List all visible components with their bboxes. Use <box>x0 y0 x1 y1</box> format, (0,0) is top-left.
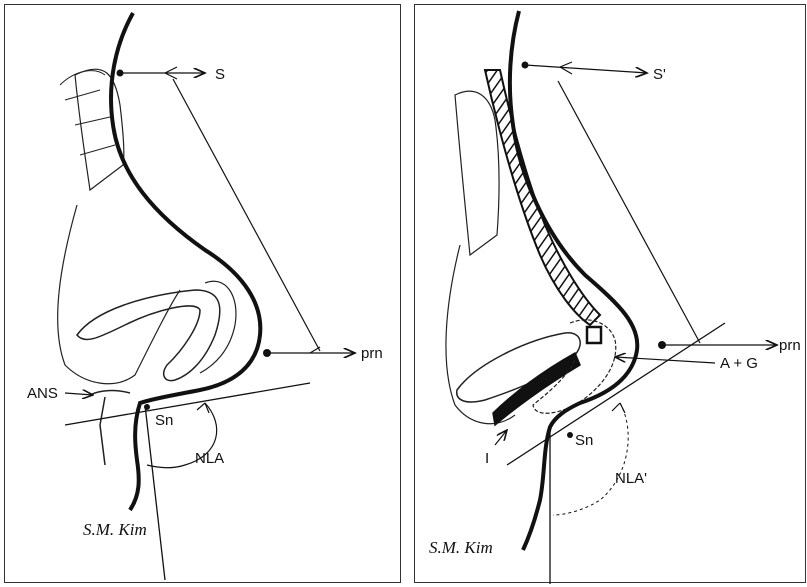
skin-profile-line <box>111 13 260 510</box>
columella-tangent <box>65 383 310 425</box>
label-ag: A + G <box>720 355 758 372</box>
label-s: S' <box>653 66 666 83</box>
tip-block <box>587 327 601 343</box>
label-prn: prn <box>779 337 801 354</box>
signature: S.M. Kim <box>83 520 147 539</box>
nose-profile-drawing-after: S' prn A + G I Sn NLA' S.M. Kim <box>415 5 807 584</box>
s-arrow <box>525 65 647 73</box>
label-ans: ANS <box>27 385 58 402</box>
i-arrow <box>495 430 507 445</box>
dorsal-graft <box>485 70 600 325</box>
nasal-bone <box>60 71 115 155</box>
diagram-panel-after: S' prn A + G I Sn NLA' S.M. Kim <box>414 4 806 583</box>
signature: S.M. Kim <box>429 538 493 557</box>
upper-lateral-cartilage <box>455 91 499 255</box>
label-prn: prn <box>361 345 383 362</box>
label-s: S <box>215 66 225 83</box>
diagram-panel-before: S prn ANS Sn NLA S.M. Kim <box>4 4 401 583</box>
lateral-crus <box>77 290 220 381</box>
upper-lateral-cartilage <box>75 69 124 190</box>
label-nla: NLA' <box>615 470 647 487</box>
sn-point <box>144 404 150 410</box>
upper-lip-line <box>145 405 165 580</box>
label-nla: NLA <box>195 450 224 467</box>
label-sn: Sn <box>155 412 173 429</box>
nose-profile-drawing-before: S prn ANS Sn NLA S.M. Kim <box>5 5 402 584</box>
alar-cartilage-outline <box>446 245 515 424</box>
ans-region <box>90 391 130 465</box>
label-sn: Sn <box>575 432 593 449</box>
columellar-strut <box>493 353 580 425</box>
sn-point <box>567 432 573 438</box>
nla-arc <box>553 403 628 515</box>
nasal-length-line <box>173 79 320 351</box>
ans-arrow <box>65 393 93 395</box>
columella-tangent <box>507 323 725 465</box>
label-i: I <box>485 450 489 467</box>
